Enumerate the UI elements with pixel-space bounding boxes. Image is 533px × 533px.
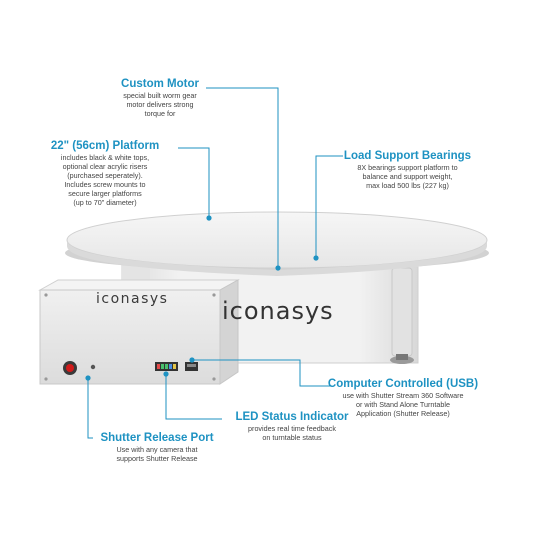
callout-title: Computer Controlled (USB) <box>327 378 479 390</box>
callout-custom-motor: Custom Motor special built worm gear mot… <box>95 78 225 118</box>
callout-desc: 8X bearings support platform to balance … <box>357 163 458 190</box>
turntable-platform <box>65 211 489 276</box>
leader-lines <box>87 87 343 439</box>
callout-desc: provides real time feedback on turntable… <box>248 424 336 442</box>
callout-desc: Use with any camera that supports Shutte… <box>116 445 198 463</box>
led-indicator-icon <box>155 362 178 371</box>
control-box <box>38 279 240 385</box>
callout-title: Load Support Bearings <box>343 150 472 162</box>
callout-title: 22" (56cm) Platform <box>50 140 160 152</box>
box-logo: iconasys <box>96 291 169 307</box>
callout-desc: special built worm gear motor delivers s… <box>123 91 197 118</box>
callout-load-support-bearings: Load Support Bearings 8X bearings suppor… <box>330 150 485 190</box>
callout-desc: use with Shutter Stream 360 Software or … <box>342 391 464 418</box>
callout-platform: 22" (56cm) Platform includes black & whi… <box>30 140 180 207</box>
callout-computer-controlled-usb: Computer Controlled (USB) use with Shutt… <box>318 378 488 418</box>
callout-title: LED Status Indicator <box>235 411 349 423</box>
base-logo: iconasys <box>222 297 334 325</box>
callout-desc: includes black & white tops, optional cl… <box>60 153 150 207</box>
callout-shutter-release-port: Shutter Release Port Use with any camera… <box>82 432 232 463</box>
leader-dots <box>85 215 319 381</box>
callout-title: Shutter Release Port <box>100 432 214 444</box>
callout-title: Custom Motor <box>121 78 199 90</box>
callout-led-status-indicator: LED Status Indicator provides real time … <box>222 411 362 442</box>
